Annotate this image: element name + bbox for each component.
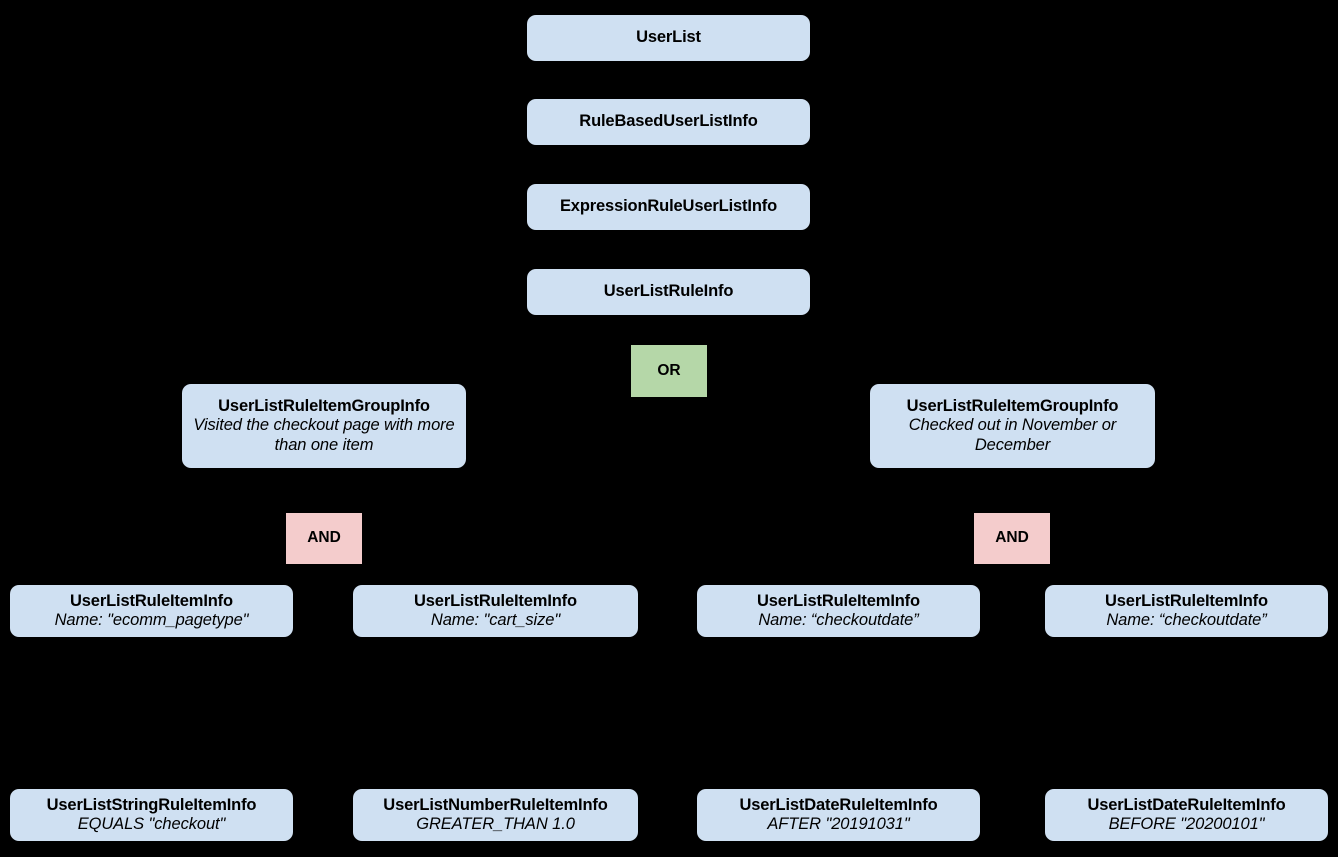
node-title: UserListStringRuleItemInfo (46, 795, 257, 814)
node-title: UserListRuleItemInfo (414, 591, 577, 610)
node-rule-based-user-list-info[interactable]: RuleBasedUserListInfo (527, 99, 810, 145)
node-rule-item-3[interactable]: UserListRuleItemInfo Name: “checkoutdate… (697, 585, 980, 637)
node-group-right[interactable]: UserListRuleItemGroupInfo Checked out in… (870, 384, 1155, 468)
operator-and-right[interactable]: AND (974, 513, 1050, 564)
operator-and-left[interactable]: AND (286, 513, 362, 564)
node-user-list[interactable]: UserList (527, 15, 810, 61)
operator-or[interactable]: OR (631, 345, 707, 397)
node-title: UserListRuleInfo (603, 282, 734, 301)
node-leaf-2[interactable]: UserListNumberRuleItemInfo GREATER_THAN … (353, 789, 638, 841)
node-subtitle: EQUALS "checkout" (77, 815, 226, 833)
node-subtitle: Name: "ecomm_pagetype" (54, 611, 249, 629)
node-title: ExpressionRuleUserListInfo (559, 197, 778, 216)
node-title: RuleBasedUserListInfo (579, 112, 758, 131)
node-group-left[interactable]: UserListRuleItemGroupInfo Visited the ch… (182, 384, 466, 468)
node-subtitle: GREATER_THAN 1.0 (416, 815, 575, 833)
node-subtitle: AFTER "20191031" (767, 815, 910, 833)
node-expression-rule-user-list-info[interactable]: ExpressionRuleUserListInfo (527, 184, 810, 230)
node-user-list-rule-info[interactable]: UserListRuleInfo (527, 269, 810, 315)
node-subtitle: Name: “checkoutdate” (758, 611, 919, 629)
node-subtitle: Name: “checkoutdate” (1106, 611, 1267, 629)
node-title: UserListRuleItemInfo (1105, 591, 1268, 610)
node-title: UserListNumberRuleItemInfo (383, 795, 608, 814)
node-leaf-3[interactable]: UserListDateRuleItemInfo AFTER "20191031… (697, 789, 980, 841)
node-subtitle: Name: "cart_size" (430, 611, 561, 629)
node-subtitle: Visited the checkout page with more than… (193, 416, 455, 454)
node-title: UserListDateRuleItemInfo (1087, 795, 1286, 814)
node-title: UserList (636, 28, 701, 47)
node-title: UserListRuleItemInfo (70, 591, 233, 610)
node-subtitle: BEFORE "20200101" (1108, 815, 1265, 833)
node-leaf-4[interactable]: UserListDateRuleItemInfo BEFORE "2020010… (1045, 789, 1328, 841)
node-rule-item-4[interactable]: UserListRuleItemInfo Name: “checkoutdate… (1045, 585, 1328, 637)
operator-label: AND (307, 529, 341, 547)
node-title: UserListRuleItemInfo (757, 591, 920, 610)
node-title: UserListDateRuleItemInfo (739, 795, 938, 814)
node-rule-item-2[interactable]: UserListRuleItemInfo Name: "cart_size" (353, 585, 638, 637)
operator-label: AND (995, 529, 1029, 547)
node-rule-item-1[interactable]: UserListRuleItemInfo Name: "ecomm_pagety… (10, 585, 293, 637)
node-subtitle: Checked out in November or December (908, 416, 1117, 454)
node-leaf-1[interactable]: UserListStringRuleItemInfo EQUALS "check… (10, 789, 293, 841)
operator-label: OR (657, 361, 681, 379)
node-title: UserListRuleItemGroupInfo (218, 396, 430, 415)
node-title: UserListRuleItemGroupInfo (906, 396, 1119, 415)
